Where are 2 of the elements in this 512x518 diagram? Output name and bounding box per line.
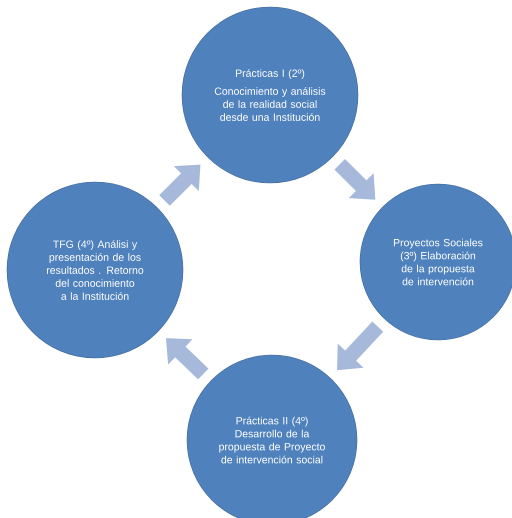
block-arrow bbox=[159, 164, 200, 206]
block-arrow bbox=[334, 158, 376, 200]
